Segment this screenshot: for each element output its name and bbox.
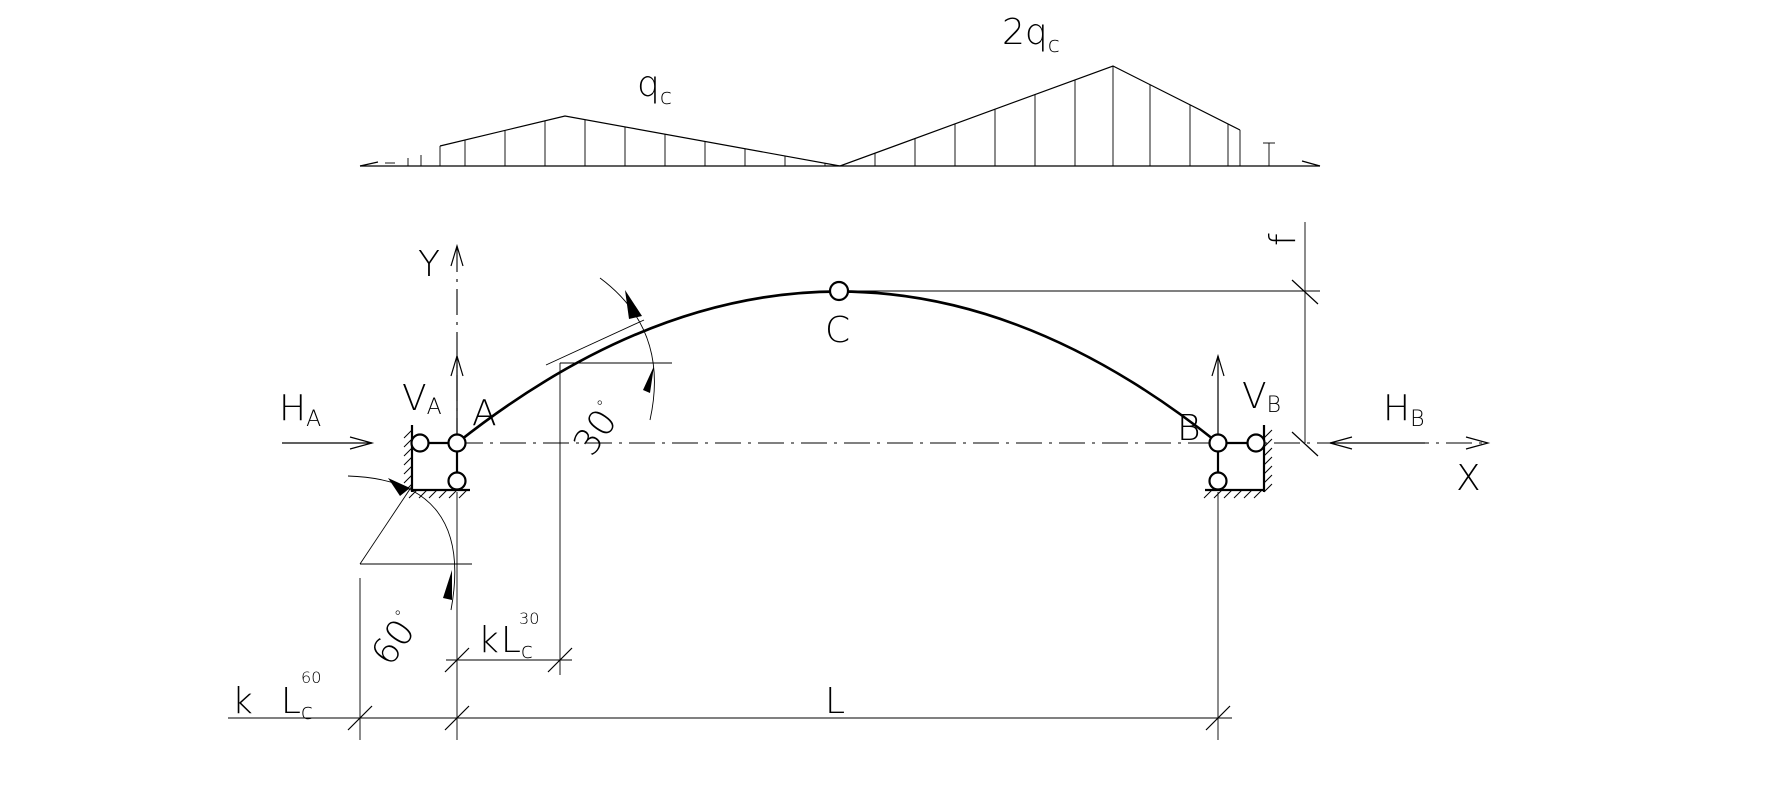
tangent-line — [545, 319, 645, 366]
dim-kl60-tick-left — [347, 705, 373, 731]
rise-f-tick-top — [1291, 279, 1319, 305]
point-c-label: C — [825, 310, 850, 351]
dim-tick-a — [444, 705, 470, 731]
reaction-vb-arrowhead — [1211, 353, 1225, 377]
span-l-label: L — [825, 681, 845, 722]
distributed-load-diagram: qc 2qc — [359, 12, 1321, 167]
load-baseline-arrow-right — [1301, 160, 1321, 167]
angle-60-label: 60° — [364, 606, 428, 674]
hinge-c — [828, 280, 850, 302]
hatch-line — [403, 465, 413, 475]
reaction-ha-arrowhead — [349, 436, 375, 450]
hinge-b — [1208, 433, 1228, 453]
dim-tick-b — [1205, 705, 1231, 731]
hatch-line — [1263, 429, 1273, 439]
hatch-line — [458, 489, 468, 499]
angle-60-arrowhead-bottom — [443, 570, 452, 600]
load-baseline-arrow-left — [359, 161, 379, 167]
reaction-forces: HA VA HB VB — [279, 353, 1425, 450]
hatch-line — [1223, 489, 1233, 499]
hatch-line — [403, 438, 413, 448]
reaction-va-arrowhead — [450, 353, 464, 377]
y-axis-label: Y — [418, 244, 440, 285]
hatch-line — [403, 483, 413, 493]
hatch-line — [403, 456, 413, 466]
x-axis-label: X — [1456, 458, 1481, 499]
coordinate-axes: Y X — [418, 243, 1491, 499]
point-a-label: A — [472, 393, 497, 434]
hatch-line — [428, 489, 438, 499]
support-a-hinge-left — [410, 433, 430, 453]
reaction-ha-label: HA — [279, 388, 321, 432]
load-label-2qc: 2qc — [1002, 12, 1060, 58]
hatch-line — [1243, 489, 1253, 499]
rise-f-label: f — [1263, 233, 1304, 246]
hatch-line — [448, 489, 458, 499]
hatch-line — [1263, 456, 1273, 466]
angle-30-arc — [599, 277, 655, 421]
x-axis-arrowhead — [1465, 436, 1491, 450]
reaction-hb-label: HB — [1383, 388, 1424, 432]
hatch-line — [403, 447, 413, 457]
dim-kl30-label: kLc30 — [478, 609, 539, 664]
load-end-ticks — [385, 142, 1275, 167]
support-a-wall-hatching — [403, 429, 413, 493]
point-b-label: B — [1177, 408, 1201, 449]
support-b-hinge-bottom — [1208, 471, 1228, 491]
hatch-line — [408, 489, 418, 499]
support-b: B — [1177, 408, 1273, 499]
angle-60-arc — [347, 475, 456, 611]
hatch-line — [1233, 489, 1243, 499]
load-ordinates — [439, 66, 1241, 166]
hatch-line — [1203, 489, 1213, 499]
y-axis-arrowhead — [450, 243, 464, 267]
hatch-line — [1263, 474, 1273, 484]
rise-f-tick-bottom — [1291, 431, 1319, 457]
support-b-hinge-right — [1246, 433, 1266, 453]
angle-30-arrowhead-bottom — [643, 366, 654, 393]
dim-kl30-tick-right — [547, 647, 573, 673]
support-a: A — [403, 393, 497, 499]
support-a-base-hatching — [408, 489, 468, 499]
angle-60-construction: 60° — [347, 475, 472, 740]
support-a-hinge-bottom — [447, 471, 467, 491]
hatch-line — [1263, 465, 1273, 475]
angle-30-label: 30° — [566, 396, 630, 464]
angle-30-arrowhead-top — [625, 290, 642, 319]
hatch-line — [1263, 447, 1273, 457]
line-60 — [359, 485, 413, 565]
hatch-line — [1253, 489, 1263, 499]
tangent-30-construction: 30° — [545, 277, 672, 675]
support-b-base-hatching — [1203, 489, 1263, 499]
reaction-va-label: VA — [402, 378, 442, 420]
hatch-line — [418, 489, 428, 499]
hinge-a — [447, 433, 467, 453]
hatch-line — [1263, 483, 1273, 493]
load-outline — [439, 65, 1241, 167]
load-label-qc: qc — [637, 64, 672, 110]
hatch-line — [1263, 438, 1273, 448]
reaction-hb-arrowhead — [1327, 436, 1353, 450]
hatch-line — [403, 429, 413, 439]
support-b-wall-hatching — [1263, 429, 1273, 493]
reaction-vb-label: VB — [1242, 376, 1281, 418]
hatch-line — [403, 474, 413, 484]
hatch-line — [438, 489, 448, 499]
